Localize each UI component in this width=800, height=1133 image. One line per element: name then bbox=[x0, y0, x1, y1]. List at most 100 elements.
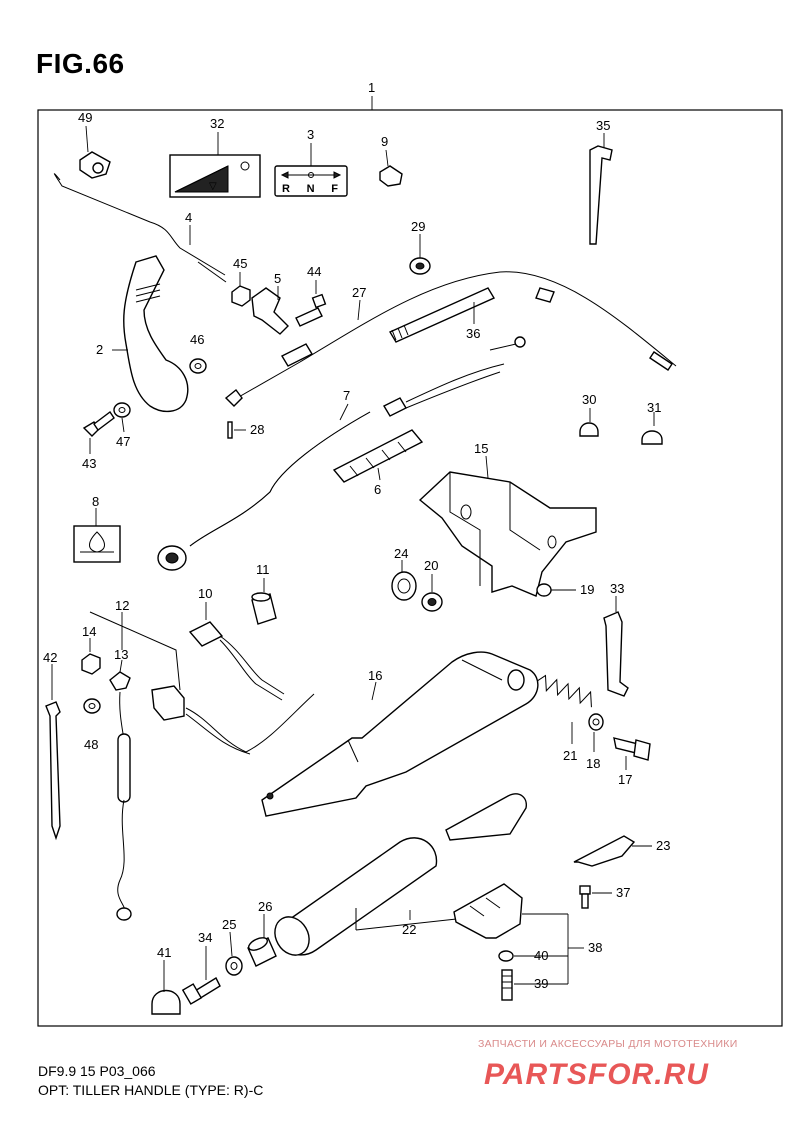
callout-48: 48 bbox=[84, 737, 98, 752]
callout-6: 6 bbox=[374, 482, 381, 497]
part-32-decal: ▽ bbox=[169, 132, 261, 198]
part-48-washer bbox=[83, 698, 101, 714]
part-39-screw bbox=[501, 969, 568, 1001]
part-30-cap bbox=[579, 408, 599, 437]
callout-21: 21 bbox=[563, 748, 577, 763]
callout-9: 9 bbox=[381, 134, 388, 149]
part-16-tiller-handle bbox=[261, 651, 539, 817]
callout-22: 22 bbox=[402, 922, 416, 937]
part-5-link bbox=[251, 286, 289, 335]
callout-16: 16 bbox=[368, 668, 382, 683]
part-25-washer bbox=[225, 931, 243, 976]
part-26-collar bbox=[247, 914, 277, 967]
part-29-grommet bbox=[409, 234, 431, 275]
callout-7: 7 bbox=[343, 388, 350, 403]
callout-31: 31 bbox=[647, 400, 661, 415]
callout-45: 45 bbox=[233, 256, 247, 271]
watermark-caption: ЗАПЧАСТИ И АКСЕССУАРЫ ДЛЯ МОТОТЕХНИКИ bbox=[478, 1038, 738, 1050]
part-27-throttle-cable bbox=[224, 271, 677, 407]
part-47-washer bbox=[113, 402, 131, 433]
figure-caption: OPT: TILLER HANDLE (TYPE: R)-C bbox=[38, 1082, 264, 1098]
callout-3: 3 bbox=[307, 127, 314, 142]
callout-49: 49 bbox=[78, 110, 92, 125]
watermark: ЗАПЧАСТИ И АКСЕССУАРЫ ДЛЯ МОТОТЕХНИКИ PA… bbox=[478, 1038, 778, 1092]
callout-42: 42 bbox=[43, 650, 57, 665]
callout-29: 29 bbox=[411, 219, 425, 234]
part-8-decal bbox=[73, 508, 121, 563]
part-41-cap bbox=[151, 960, 181, 1015]
part-2-grip bbox=[112, 255, 189, 413]
callout-13: 13 bbox=[114, 647, 128, 662]
callout-47: 47 bbox=[116, 434, 130, 449]
callout-40: 40 bbox=[534, 948, 548, 963]
callout-24: 24 bbox=[394, 546, 408, 561]
part-6-sleeve bbox=[332, 429, 424, 483]
part-9-grommet bbox=[379, 149, 403, 187]
part-15-bracket bbox=[418, 455, 597, 597]
callout-28: 28 bbox=[250, 422, 264, 437]
callout-39: 39 bbox=[534, 976, 548, 991]
callout-11: 11 bbox=[256, 562, 270, 577]
callout-10: 10 bbox=[198, 586, 212, 601]
part-21-spring bbox=[536, 674, 592, 744]
part-11-collar bbox=[251, 578, 277, 625]
part-35-clip bbox=[589, 133, 613, 245]
part-24-collar bbox=[391, 560, 417, 601]
callout-43: 43 bbox=[82, 456, 96, 471]
svg-text:▽: ▽ bbox=[209, 181, 217, 192]
part-42-cable-tie bbox=[45, 664, 61, 841]
callout-46: 46 bbox=[190, 332, 204, 347]
part-34-bolt bbox=[181, 946, 221, 1005]
part-17-bolt bbox=[613, 737, 651, 770]
callout-5: 5 bbox=[274, 271, 281, 286]
callout-8: 8 bbox=[92, 494, 99, 509]
part-7-harness bbox=[157, 336, 526, 571]
callout-27: 27 bbox=[352, 285, 366, 300]
callout-36: 36 bbox=[466, 326, 480, 341]
watermark-brand: PARTSFOR.RU bbox=[484, 1058, 709, 1091]
part-31-cap bbox=[641, 412, 663, 445]
part-28-pin bbox=[227, 421, 233, 439]
callout-20: 20 bbox=[424, 558, 438, 573]
part-45-nut bbox=[231, 272, 251, 307]
callout-37: 37 bbox=[616, 885, 630, 900]
part-49-clamp bbox=[79, 125, 111, 179]
part-3-shift-decal: R N F bbox=[274, 143, 348, 197]
callout-38: 38 bbox=[588, 940, 602, 955]
part-23-plate bbox=[573, 835, 652, 867]
part-36-spring bbox=[388, 287, 496, 343]
callout-23: 23 bbox=[656, 838, 670, 853]
callout-25: 25 bbox=[222, 917, 236, 932]
part-37-bolt bbox=[579, 885, 612, 909]
part-22-throttle-grip bbox=[274, 793, 527, 956]
part-43-bolt bbox=[82, 410, 115, 454]
callout-18: 18 bbox=[586, 756, 600, 771]
callout-14: 14 bbox=[82, 624, 96, 639]
part-33-bracket bbox=[603, 596, 629, 697]
callout-35: 35 bbox=[596, 118, 610, 133]
part-20-washer bbox=[421, 574, 443, 612]
part-10-switch bbox=[188, 602, 285, 701]
callout-19: 19 bbox=[580, 582, 594, 597]
callout-4: 4 bbox=[185, 210, 192, 225]
figure-title: FIG.66 bbox=[36, 48, 125, 79]
callout-1: 1 bbox=[368, 80, 375, 95]
callout-15: 15 bbox=[474, 441, 488, 456]
callout-12: 12 bbox=[115, 598, 129, 613]
callout-30: 30 bbox=[582, 392, 596, 407]
callout-32: 32 bbox=[210, 116, 224, 131]
diagram-frame bbox=[37, 109, 783, 1027]
part-18-washer bbox=[588, 713, 604, 752]
callout-41: 41 bbox=[157, 945, 171, 960]
part-44-bolt bbox=[295, 280, 327, 327]
part-4-rod bbox=[53, 173, 227, 283]
callout-34: 34 bbox=[198, 930, 212, 945]
part-46-washer bbox=[189, 358, 207, 374]
callout-44: 44 bbox=[307, 264, 321, 279]
part-19-washer bbox=[536, 583, 576, 597]
part-38-block bbox=[453, 883, 584, 984]
callout-33: 33 bbox=[610, 581, 624, 596]
callout-26: 26 bbox=[258, 899, 272, 914]
figure-code: DF9.9 15 P03_066 bbox=[38, 1063, 156, 1079]
callout-2: 2 bbox=[96, 342, 103, 357]
